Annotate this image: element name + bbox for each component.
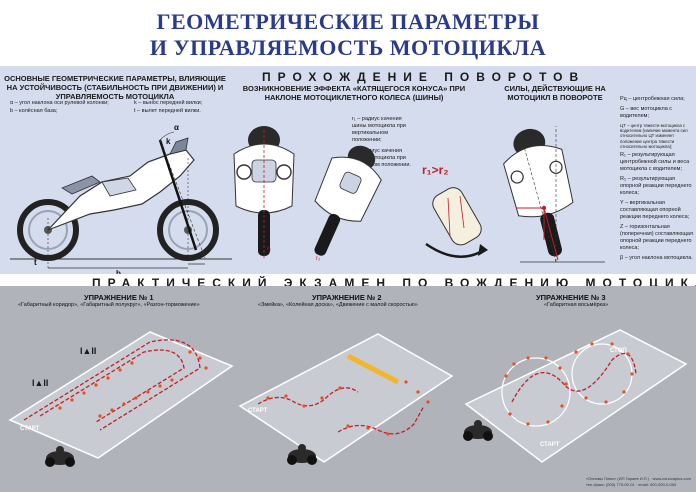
resultant-vector — [543, 207, 559, 261]
circle-a — [501, 357, 571, 427]
marker-2: I▲II — [32, 378, 48, 388]
forces-legend-item: ЦТ – центр тяжести мотоцикла с водителем… — [620, 123, 688, 149]
page-title-line-2: И УПРАВЛЯЕМОСТЬ МОТОЦИКЛА — [149, 35, 547, 60]
slow-route — [337, 405, 425, 435]
start-label-3: СТАРТ — [540, 442, 560, 448]
exercise-2-track: СТАРТ — [238, 333, 454, 465]
turning-arrowhead — [478, 244, 488, 256]
exercise-3-title: УПРАЖНЕНИЕ № 3 — [536, 293, 606, 302]
label-k: k — [166, 137, 171, 146]
mirror-left — [236, 164, 252, 180]
forces-legend-item: Y – вертикальная составляющая опорной ре… — [620, 200, 690, 221]
windscreen — [169, 137, 189, 155]
rolling-cone-diagram: r₁>r₂ — [422, 163, 488, 258]
steering-axis — [159, 139, 206, 259]
motorcycle-side-diagram: b t k α — [10, 123, 232, 278]
exercise-3-subtitle: «Габаритная восьмёрка» — [544, 302, 609, 308]
exercise-2-subtitle: «Змейка», «Колейная доска», «Движение с … — [258, 302, 418, 308]
r1-greater-r2: r₁>r₂ — [422, 163, 449, 177]
turns-heading: ПРОХОЖДЕНИЕ ПОВОРОТОВ — [262, 70, 586, 84]
plank-board — [346, 353, 400, 385]
stop-label: СТОП — [610, 348, 627, 354]
r1-label-upright: r₁ — [267, 246, 271, 252]
forces-legend-item: Z – горизонтальная (поперечная) составля… — [620, 224, 693, 252]
slalom-route — [257, 387, 359, 407]
motorcycle-icon-3 — [463, 420, 493, 441]
start-label-2: СТАРТ — [248, 408, 268, 414]
legend-alpha: α – угол наклона оси рулевой колонки; — [10, 100, 109, 106]
forces-diagram — [503, 126, 605, 263]
lean-axis — [519, 131, 557, 263]
start-label-1: СТАРТ — [20, 426, 40, 432]
publisher-footer-2: тел./факс: (000) 775-00-01 · email: 000-… — [586, 482, 677, 487]
track-surface — [238, 333, 454, 463]
cone-ring — [504, 342, 634, 426]
mirror-right — [276, 164, 292, 180]
exercise-1-track: I▲II I▲II СТАРТ — [8, 331, 234, 467]
exercise-2-title: УПРАЖНЕНИЕ № 2 — [312, 293, 382, 302]
motorcycle-icon-2 — [287, 444, 317, 465]
cone-row — [58, 350, 208, 418]
forces-legend-item: G – вес мотоцикла с водителем; — [620, 106, 673, 119]
publisher-footer-1: «Основы Плюс» (ИП Гараев И.П.) · www.osn… — [586, 476, 692, 481]
title-bar: ГЕОМЕТРИЧЕСКИЕ ПАРАМЕТРЫ И УПРАВЛЯЕМОСТЬ… — [0, 0, 696, 64]
geometry-heading: ОСНОВНЫЕ ГЕОМЕТРИЧЕСКИЕ ПАРАМЕТРЫ, ВЛИЯЮ… — [4, 74, 226, 101]
exercise-3-track: СТОП СТАРТ — [463, 329, 688, 463]
track-surface — [464, 329, 688, 463]
r-line-2 — [459, 195, 465, 229]
seat — [61, 175, 101, 195]
forces-heading: СИЛЫ, ДЕЙСТВУЮЩИЕ НА МОТОЦИКЛ В ПОВОРОТЕ — [504, 84, 606, 102]
cone-effect-heading: ВОЗНИКНОВЕНИЕ ЭФФЕКТА «КАТЯЩЕГОСЯ КОНУСА… — [242, 84, 466, 102]
label-t: t — [34, 258, 37, 267]
exercise-1-subtitle: «Габаритный коридор», «Габаритный полукр… — [18, 302, 200, 308]
front-view-leaning: r₂ — [314, 145, 382, 262]
alpha-arc — [159, 131, 175, 141]
forces-legend-item: β – угол наклона мотоцикла. — [620, 255, 693, 262]
forces-legend-item: R₂ – результирующая опорной реакции пере… — [620, 176, 692, 197]
r2-description: r₂ – радиус качения шины мотоцикла при н… — [352, 148, 411, 168]
legend-t: t – вылет передней вилки. — [134, 108, 201, 114]
r2-label-leaning: r₂ — [316, 256, 321, 262]
front-view-upright: r₁ — [233, 126, 295, 260]
turning-arrow — [425, 242, 485, 258]
label-b: b — [116, 269, 121, 278]
motorcycle-icon-1 — [45, 446, 75, 467]
r-line-1 — [447, 197, 451, 237]
legend-b: b – колёсная база; — [10, 108, 58, 114]
r1-description: r₁ – радиус качения шины мотоцикла при в… — [352, 116, 406, 143]
track-surface — [8, 331, 234, 459]
page-title-line-1: ГЕОМЕТРИЧЕСКИЕ ПАРАМЕТРЫ — [156, 9, 540, 34]
route-line-inner — [39, 349, 185, 423]
exercise-1-title: УПРАЖНЕНИЕ № 1 — [84, 293, 154, 302]
figure-eight-route — [511, 352, 637, 403]
fuel-tank — [101, 177, 137, 197]
label-alpha: α — [174, 123, 179, 132]
marker-1: I▲II — [80, 346, 96, 356]
forces-legend: Pц – центробежная сила; G – вес мотоцикл… — [620, 96, 694, 262]
fork-line — [158, 139, 198, 251]
cone-row — [266, 380, 430, 436]
forces-legend-item: R₁ – результирующая центробежной силы и … — [620, 152, 690, 173]
forces-legend-item: Pц – центробежная сила; — [620, 96, 685, 102]
center-of-gravity — [541, 205, 547, 211]
route-line — [23, 339, 201, 431]
legend-k: k – вынос передней вилки; — [134, 100, 203, 106]
